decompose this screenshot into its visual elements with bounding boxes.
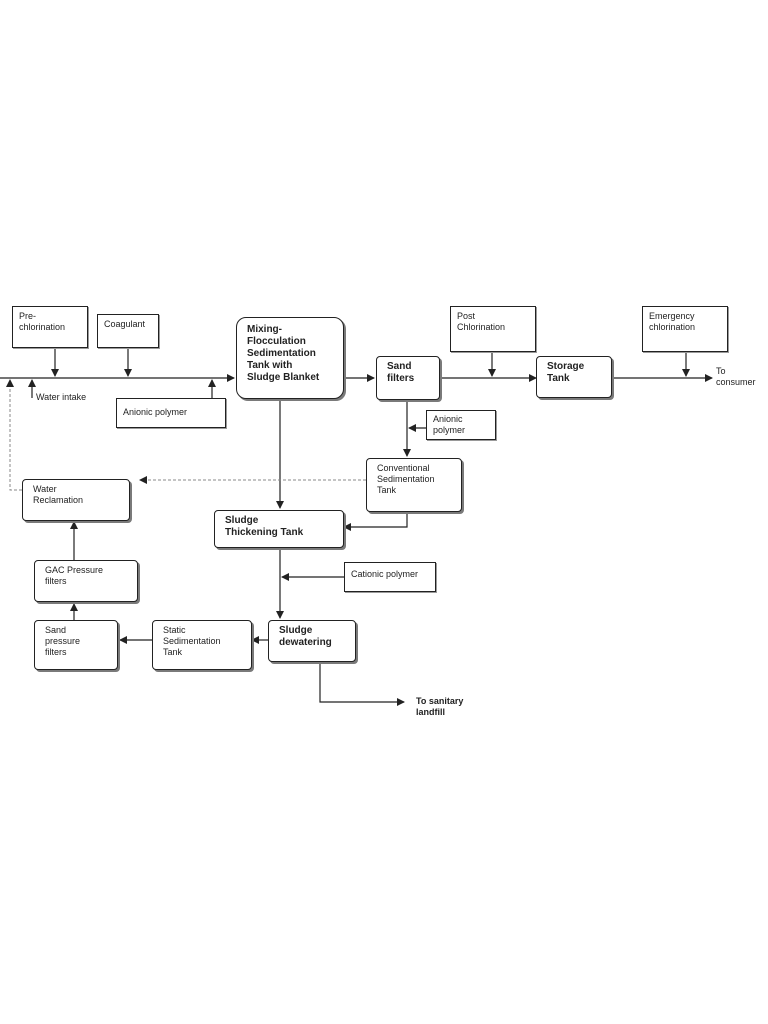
mixing-flocculation-tank-box: Mixing- Flocculation Sedimentation Tank … <box>236 317 344 399</box>
sludge-thickening-tank-box: Sludge Thickening Tank <box>214 510 344 548</box>
anionic-polymer-2-box: Anionic polymer <box>426 410 496 440</box>
post-chlorination-box: Post Chlorination <box>450 306 536 352</box>
anionic-polymer-box: Anionic polymer <box>116 398 226 428</box>
gac-pressure-filters-box: GAC Pressure filters <box>34 560 138 602</box>
to-sanitary-landfill-label: To sanitary landfill <box>416 696 464 717</box>
coagulant-box: Coagulant <box>97 314 159 348</box>
emergency-chlorination-box: Emergency chlorination <box>642 306 728 352</box>
sand-filters-box: Sand filters <box>376 356 440 400</box>
conv-sed-to-thickening <box>343 512 408 531</box>
conventional-sedimentation-box: Conventional Sedimentation Tank <box>366 458 462 512</box>
water-reclamation-box: Water Reclamation <box>22 479 130 521</box>
sludge-dewatering-box: Sludge dewatering <box>268 620 356 662</box>
to-consumer-label: To consumer <box>716 366 756 387</box>
reclamation-return-dashed <box>6 379 22 491</box>
cationic-polymer-box: Cationic polymer <box>344 562 436 592</box>
pre-chlorination-box: Pre- chlorination <box>12 306 88 348</box>
sand-pressure-filters-box: Sand pressure filters <box>34 620 118 670</box>
static-sedimentation-tank-box: Static Sedimentation Tank <box>152 620 252 670</box>
storage-tank-box: Storage Tank <box>536 356 612 398</box>
water-intake-label: Water intake <box>36 392 87 402</box>
dewatering-to-landfill <box>319 662 405 706</box>
